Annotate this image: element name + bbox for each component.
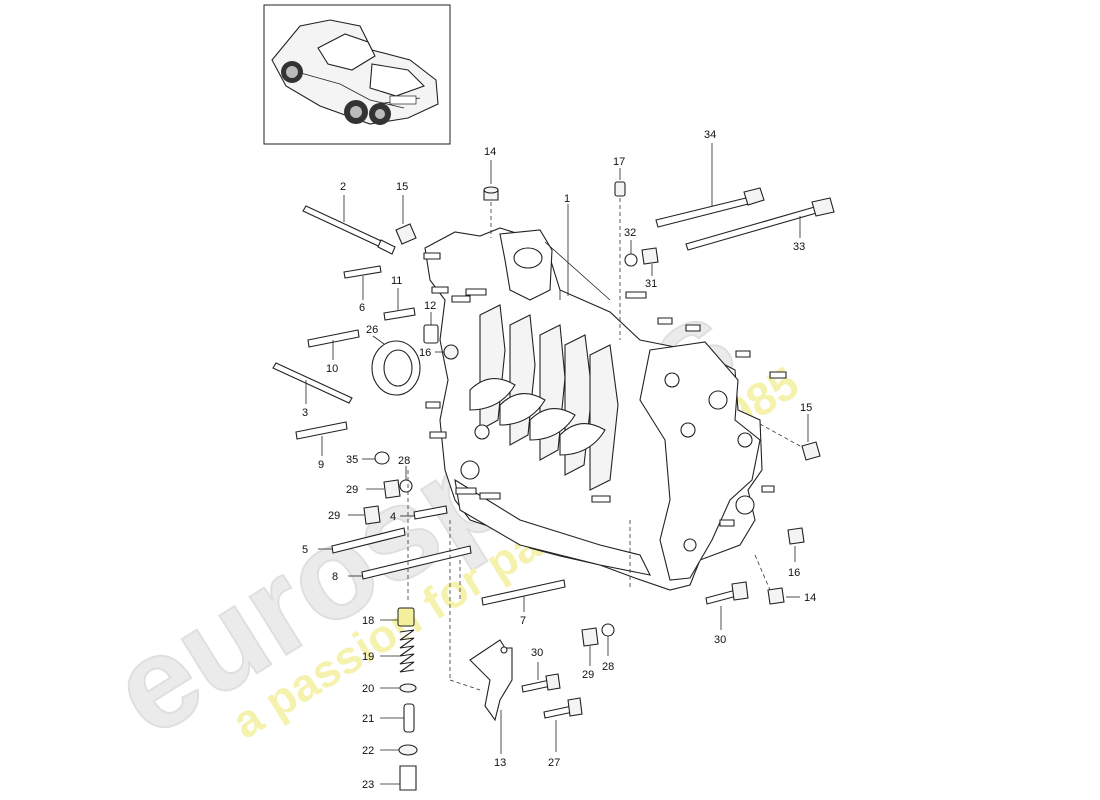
car-icon bbox=[271, 19, 439, 125]
callout-11: 11 bbox=[391, 275, 402, 287]
part-30-bolt-right bbox=[705, 581, 749, 630]
callout-12: 12 bbox=[424, 300, 436, 312]
callout-29-a: 29 bbox=[346, 484, 358, 496]
valve-stack bbox=[380, 607, 418, 791]
callout-20: 20 bbox=[362, 683, 374, 695]
callout-29-bottom: 29 bbox=[582, 669, 594, 681]
callout-35: 35 bbox=[346, 454, 358, 466]
callout-10: 10 bbox=[326, 363, 338, 375]
part-14-plug-top bbox=[483, 160, 499, 238]
main-bearing-caps bbox=[469, 304, 619, 491]
callout-labels: 1 2 3 4 5 6 7 8 9 10 11 12 13 14 14 15 1… bbox=[302, 129, 816, 791]
crankcase-studs bbox=[423, 252, 787, 527]
part-33-bolt bbox=[685, 197, 835, 251]
part-23-screw bbox=[399, 765, 417, 791]
part-31-plug bbox=[641, 247, 659, 276]
callout-8: 8 bbox=[332, 571, 338, 583]
part-7-stud bbox=[481, 579, 566, 612]
callout-22: 22 bbox=[362, 745, 374, 757]
part-16-plug-right bbox=[787, 527, 805, 562]
part-35-oring bbox=[362, 451, 390, 465]
callout-13: 13 bbox=[494, 757, 506, 769]
part-11-stud bbox=[383, 288, 416, 321]
callout-32: 32 bbox=[624, 227, 636, 239]
callout-30-bottom: 30 bbox=[531, 647, 543, 659]
part-28-washer bbox=[399, 466, 413, 493]
callout-28-bottom: 28 bbox=[602, 661, 614, 673]
callout-14-top: 14 bbox=[484, 146, 496, 158]
callout-30-right: 30 bbox=[714, 634, 726, 646]
part-13-bracket bbox=[449, 520, 513, 754]
callout-16-right: 16 bbox=[788, 567, 800, 579]
callout-9: 9 bbox=[318, 459, 324, 471]
part-9-stud bbox=[295, 421, 348, 456]
callout-18: 18 bbox=[362, 615, 374, 627]
part-32-ring bbox=[624, 240, 638, 267]
part-2-stud bbox=[302, 195, 396, 255]
part-20-washer bbox=[399, 683, 417, 693]
callout-27: 27 bbox=[548, 757, 560, 769]
callout-31: 31 bbox=[645, 278, 657, 290]
callout-34: 34 bbox=[704, 129, 716, 141]
part-28-washer-bottom bbox=[601, 623, 615, 656]
part-29-plug-a bbox=[366, 479, 401, 499]
part-15-plug-right bbox=[759, 414, 821, 461]
part-29-plug-bottom bbox=[581, 627, 599, 666]
part-4-stud bbox=[400, 505, 448, 520]
part-8-stud bbox=[348, 545, 472, 580]
callout-7: 7 bbox=[520, 615, 526, 627]
part-17-dowel bbox=[614, 168, 626, 340]
part-15-plug bbox=[395, 195, 417, 245]
part-5-stud bbox=[318, 527, 406, 554]
part-34-bolt bbox=[655, 143, 765, 228]
callout-26: 26 bbox=[366, 324, 378, 336]
part-6-stud bbox=[343, 265, 382, 300]
part-30-bolt-bottom bbox=[521, 662, 561, 693]
callout-16-left: 16 bbox=[419, 347, 431, 359]
part-10-stud bbox=[307, 329, 360, 360]
part-14-plug-right bbox=[754, 554, 800, 605]
part-26-seal bbox=[371, 335, 421, 396]
callout-5: 5 bbox=[302, 544, 308, 556]
part-16-plug bbox=[435, 344, 459, 360]
callout-33: 33 bbox=[793, 241, 805, 253]
part-27-bolt bbox=[543, 697, 583, 752]
part-21-piston bbox=[403, 703, 415, 733]
vehicle-thumbnail bbox=[263, 4, 451, 145]
callout-15-left: 15 bbox=[396, 181, 408, 193]
part-12-dowel bbox=[423, 312, 439, 344]
callout-21: 21 bbox=[362, 713, 374, 725]
part-29-plug-b bbox=[348, 505, 381, 525]
callout-28-left: 28 bbox=[398, 455, 410, 467]
part-3-stud bbox=[272, 362, 353, 404]
callout-15-right: 15 bbox=[800, 402, 812, 414]
crankcase-housing bbox=[424, 227, 763, 591]
part-22-ring bbox=[398, 744, 418, 756]
callout-23: 23 bbox=[362, 779, 374, 791]
callout-4: 4 bbox=[390, 511, 396, 523]
callout-2: 2 bbox=[340, 181, 346, 193]
callout-19: 19 bbox=[362, 651, 374, 663]
part-18-plug bbox=[397, 607, 415, 627]
callout-1: 1 bbox=[564, 193, 570, 205]
callout-6: 6 bbox=[359, 302, 365, 314]
callout-14-right: 14 bbox=[804, 592, 816, 604]
part-19-spring bbox=[399, 629, 415, 673]
callout-3: 3 bbox=[302, 407, 308, 419]
callout-29-b: 29 bbox=[328, 510, 340, 522]
callout-17: 17 bbox=[613, 156, 625, 168]
